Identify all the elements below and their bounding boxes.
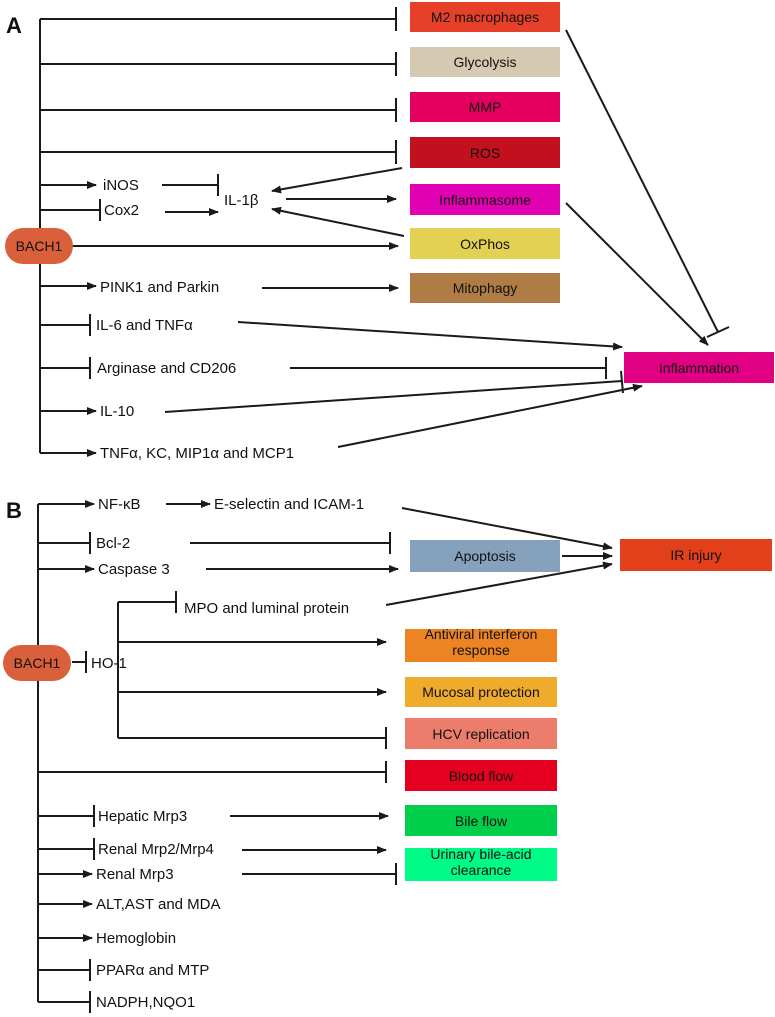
bach1-label-a: BACH1 <box>16 238 63 254</box>
edge-il6-inflammation <box>237 321 623 351</box>
inflammation-label: Inflammation <box>659 360 739 376</box>
apoptosis-label: Apoptosis <box>454 548 515 564</box>
edge-bach1-nadph <box>38 991 91 1013</box>
edge-renal3-urinary <box>242 863 397 885</box>
inos-label: iNOS <box>103 177 139 194</box>
ir-injury-label: IR injury <box>670 547 721 563</box>
edge-inos-il1b <box>162 174 219 196</box>
bach1-node-b <box>3 645 71 681</box>
edge-mpo-ir <box>385 561 613 606</box>
edge-inflammasome-inflammation <box>565 202 709 346</box>
oxphos-box <box>410 228 560 259</box>
urinary-box <box>405 848 557 881</box>
mitophagy-label: Mitophagy <box>453 280 518 296</box>
edge-arginase-inflammation <box>290 357 607 379</box>
m2-macrophages-box <box>410 2 560 32</box>
edge-eselectin-ir <box>401 507 613 551</box>
eselectin-label: E-selectin and ICAM-1 <box>214 496 364 513</box>
glycolysis-box <box>410 47 560 77</box>
mitophagy-box <box>410 273 560 303</box>
urinary-label: Urinary bile-acid clearance <box>430 846 532 878</box>
edge-bach1-cox2 <box>40 199 101 221</box>
nfkb-label: NF-κB <box>98 496 141 513</box>
edge-bach1-bcl2 <box>38 532 91 554</box>
urinary-label-wrap: Urinary bile-acid clearance <box>430 846 532 878</box>
bile-flow-label: Bile flow <box>455 813 508 829</box>
edge-bach1-bloodflow <box>38 761 387 783</box>
edge-bach1-arginase <box>40 357 91 379</box>
edge-bach1-hepatic <box>38 805 95 827</box>
il6-tnfa-label: IL-6 and TNFα <box>96 317 193 334</box>
inflammasome-box <box>410 184 560 215</box>
nadph-nqo1-label: NADPH,NQO1 <box>96 994 195 1011</box>
edge-ros-il1b <box>271 167 403 194</box>
edge-bach1-mmp <box>40 98 397 122</box>
bach1-node-a <box>5 228 73 264</box>
caspase3-label: Caspase 3 <box>98 561 170 578</box>
edge-il10-inflammation <box>164 370 624 413</box>
edge-bcl2-apoptosis <box>190 532 391 554</box>
glycolysis-label: Glycolysis <box>453 54 516 70</box>
ros-box <box>410 137 560 168</box>
alt-ast-mda-label: ALT,AST and MDA <box>96 896 221 913</box>
ir-injury-box <box>620 539 772 571</box>
edge-ho1-mpo <box>118 591 177 613</box>
edge-m2-inflammation <box>565 29 730 338</box>
blood-flow-box <box>405 760 557 791</box>
edge-tnfa-kc-inflammation <box>337 383 643 448</box>
renal-mrp2-label: Renal Mrp2/Mrp4 <box>98 841 214 858</box>
tnfa-kc-label: TNFα, KC, MIP1α and MCP1 <box>100 445 294 462</box>
mmp-box <box>410 92 560 122</box>
arginase-cd206-label: Arginase and CD206 <box>97 360 236 377</box>
mmp-label: MMP <box>469 99 502 115</box>
apoptosis-box <box>410 540 560 572</box>
panel-a: A <box>5 2 774 462</box>
antiviral-label-wrap: Antiviral interferon response <box>424 626 538 658</box>
panel-b-letter: B <box>6 498 22 523</box>
antiviral-box <box>405 629 557 662</box>
edge-bach1-glycolysis <box>40 52 397 76</box>
panel-a-letter: A <box>6 13 22 38</box>
edge-bach1-ho1 <box>72 651 87 673</box>
cox2-label: Cox2 <box>104 202 139 219</box>
bile-flow-box <box>405 805 557 836</box>
edge-bach1-renal2 <box>38 838 95 860</box>
mucosal-label: Mucosal protection <box>422 684 540 700</box>
edge-bach1-il6 <box>40 314 91 336</box>
hemoglobin-label: Hemoglobin <box>96 930 176 947</box>
edge-bach1-m2 <box>40 7 397 31</box>
antiviral-label: Antiviral interferon response <box>424 626 538 658</box>
panel-b: B <box>3 496 772 1013</box>
hepatic-mrp3-label: Hepatic Mrp3 <box>98 808 187 825</box>
ppara-mtp-label: PPARα and MTP <box>96 962 209 979</box>
bach1-label-b: BACH1 <box>14 655 61 671</box>
ho1-label: HO-1 <box>91 655 127 672</box>
bcl2-label: Bcl-2 <box>96 535 130 552</box>
mpo-label: MPO and luminal protein <box>184 600 349 617</box>
edge-ho1-hcv <box>118 727 387 749</box>
ros-label: ROS <box>470 145 500 161</box>
inflammasome-label: Inflammasome <box>439 192 531 208</box>
mucosal-box <box>405 677 557 707</box>
il1b-label: IL-1β <box>224 192 259 209</box>
oxphos-label: OxPhos <box>460 236 510 252</box>
edge-bach1-ros <box>40 140 397 164</box>
edge-oxphos-il1b <box>271 206 405 237</box>
il10-label: IL-10 <box>100 403 134 420</box>
hcv-box <box>405 718 557 749</box>
m2-macrophages-label: M2 macrophages <box>431 9 539 25</box>
renal-mrp3-label: Renal Mrp3 <box>96 866 174 883</box>
edge-bach1-ppara <box>38 959 91 981</box>
pink1-parkin-label: PINK1 and Parkin <box>100 279 219 296</box>
inflammation-box <box>624 352 774 383</box>
blood-flow-label: Blood flow <box>449 768 514 784</box>
hcv-label: HCV replication <box>432 726 529 742</box>
